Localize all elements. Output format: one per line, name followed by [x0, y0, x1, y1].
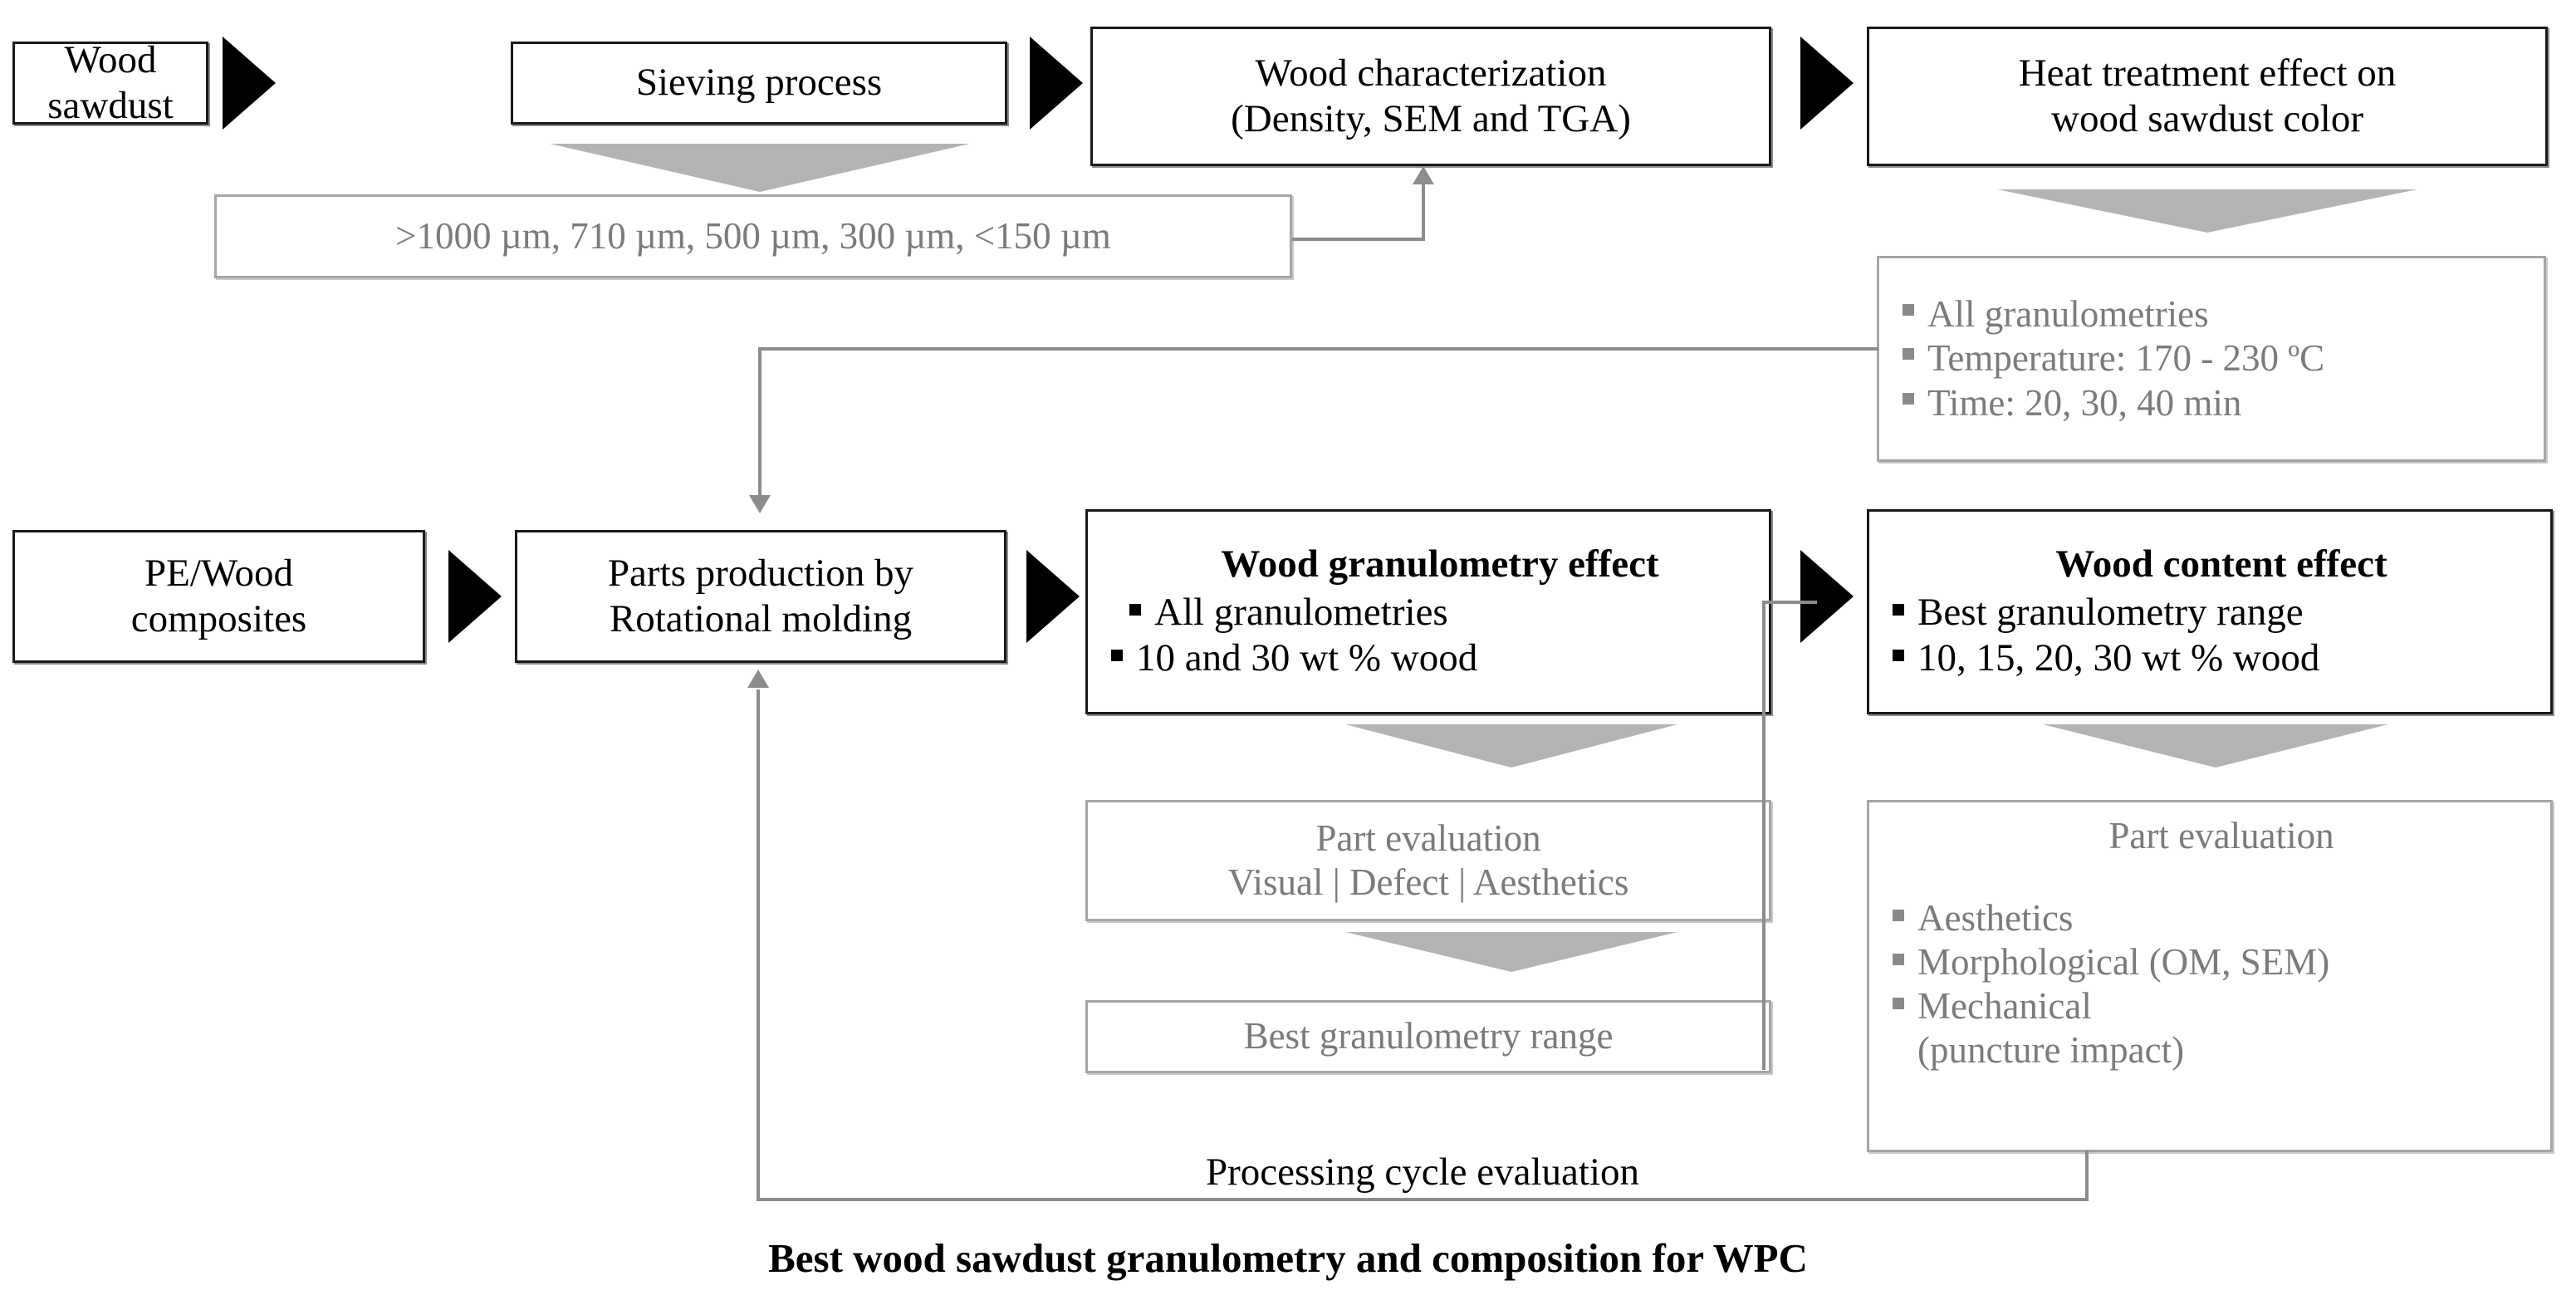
- connector-granulometries-arrowhead-icon: [1413, 166, 1434, 184]
- content-effect-label: Best granulometry range: [1917, 590, 2304, 634]
- part-evaluation-right-item: (puncture impact): [1893, 1028, 2550, 1072]
- bullet-square-icon: [1129, 603, 1141, 616]
- content-effect-item: 10, 15, 20, 30 wt % wood: [1893, 635, 2550, 681]
- arrow-granulometry-to-content-effect-icon: [1800, 550, 1854, 643]
- granulometry-effect-label: 10 and 30 wt % wood: [1136, 636, 1478, 680]
- content-effect-label: 10, 15, 20, 30 wt % wood: [1917, 636, 2320, 680]
- parts-production-line-2: Rotational molding: [609, 597, 913, 640]
- part-evaluation-right-label: Aesthetics: [1917, 897, 2074, 940]
- content-effect-title: Wood content effect: [2055, 542, 2387, 586]
- bullet-square-icon: [1903, 304, 1914, 316]
- pe-wood-line-2: composites: [130, 597, 307, 640]
- connector-granulometries-vertical: [1422, 184, 1425, 241]
- parts-production-line-1: Parts production by: [607, 551, 914, 595]
- heat-treatment-line-1: Heat treatment effect on: [2018, 51, 2397, 95]
- part-evaluation-right-label: Mechanical: [1917, 985, 2092, 1028]
- arrow-sawdust-to-sieving-icon: [223, 37, 276, 130]
- box-granulometries[interactable]: >1000 µm, 710 µm, 500 µm, 300 µm, <150 µ…: [214, 194, 1292, 278]
- heat-parameter-label: All granulometries: [1927, 293, 2209, 336]
- heat-parameter-label: Temperature: 170 - 230 ºC: [1927, 337, 2325, 380]
- arrow-characterization-to-heat-icon: [1800, 37, 1854, 130]
- part-evaluation-left-line-1: Part evaluation: [1315, 817, 1541, 859]
- grey-arrow-sieving-down-icon: [550, 144, 970, 192]
- content-effect-item: Best granulometry range: [1893, 590, 2550, 635]
- box-wood-content-effect[interactable]: Wood content effect Best granulometry ra…: [1867, 509, 2553, 714]
- box-pe-wood-composites[interactable]: PE/Wood composites: [12, 530, 425, 663]
- box-parts-production[interactable]: Parts production by Rotational molding: [515, 530, 1006, 663]
- bullet-square-icon: [1903, 392, 1914, 405]
- bullet-square-icon: [1893, 603, 1904, 616]
- granulometry-effect-title: Wood granulometry effect: [1221, 542, 1659, 586]
- granulometry-effect-item: All granulometries: [1111, 590, 1787, 635]
- grey-arrow-parteval-down-icon: [1345, 932, 1677, 972]
- box-part-evaluation-right[interactable]: Part evaluation Aesthetics Morphological…: [1867, 800, 2553, 1152]
- bullet-square-icon: [1893, 910, 1904, 922]
- connector-processing-cycle-vertical-right: [2085, 1150, 2089, 1200]
- grey-arrow-granulometry-down-icon: [1345, 724, 1677, 768]
- heat-parameter-label: Time: 20, 30, 40 min: [1927, 381, 2242, 424]
- connector-processing-cycle-horizontal: [757, 1198, 2089, 1201]
- part-evaluation-left-line-2: Visual | Defect | Aesthetics: [1227, 861, 1629, 903]
- bullet-square-icon: [1893, 954, 1904, 966]
- best-granulometry-range-label: Best granulometry range: [1243, 1015, 1614, 1057]
- connector-bestrange-vertical: [1762, 601, 1765, 1070]
- bullet-square-icon: [1893, 998, 1904, 1010]
- granulometries-label: >1000 µm, 710 µm, 500 µm, 300 µm, <150 µ…: [395, 214, 1111, 257]
- part-evaluation-right-item: Morphological (OM, SEM): [1893, 940, 2550, 984]
- part-evaluation-right-item: Mechanical: [1893, 984, 2550, 1028]
- granulometry-effect-item: 10 and 30 wt % wood: [1111, 635, 1769, 681]
- connector-heatparams-horizontal: [758, 347, 1878, 351]
- connector-bestrange-horizontal-top: [1762, 601, 1817, 604]
- heat-parameter-item: Temperature: 170 - 230 ºC: [1903, 336, 2544, 380]
- grey-arrow-heat-down-icon: [1997, 189, 2417, 233]
- bullet-square-icon: [1111, 650, 1123, 662]
- wood-characterization-line-2: (Density, SEM and TGA): [1231, 97, 1631, 140]
- part-evaluation-right-title: Part evaluation: [2108, 815, 2334, 856]
- box-heat-treatment[interactable]: Heat treatment effect on wood sawdust co…: [1867, 27, 2548, 166]
- bullet-square-icon: [1893, 1042, 1904, 1053]
- connector-granulometries-horizontal: [1292, 238, 1425, 241]
- pe-wood-line-1: PE/Wood: [144, 551, 293, 595]
- connector-heatparams-vertical: [758, 347, 762, 497]
- grey-arrow-content-down-icon: [2043, 724, 2388, 768]
- box-wood-characterization[interactable]: Wood characterization (Density, SEM and …: [1090, 27, 1771, 166]
- box-best-granulometry-range[interactable]: Best granulometry range: [1085, 1000, 1771, 1073]
- processing-cycle-evaluation-label: Processing cycle evaluation: [1205, 1150, 1640, 1194]
- connector-heatparams-arrowhead-icon: [749, 495, 771, 513]
- connector-processing-cycle-arrowhead-icon: [747, 670, 769, 688]
- arrow-pewood-to-parts-icon: [448, 550, 502, 643]
- box-wood-sawdust-label: Wood sawdust: [47, 37, 174, 127]
- granulometry-effect-label: All granulometries: [1154, 590, 1448, 634]
- part-evaluation-right-label: Morphological (OM, SEM): [1917, 941, 2330, 984]
- arrow-parts-to-granulometry-effect-icon: [1026, 550, 1080, 643]
- heat-treatment-line-2: wood sawdust color: [2051, 97, 2363, 140]
- bullet-square-icon: [1893, 650, 1904, 662]
- heat-parameter-item: All granulometries: [1903, 292, 2544, 336]
- box-part-evaluation-left[interactable]: Part evaluation Visual | Defect | Aesthe…: [1085, 800, 1771, 921]
- wood-characterization-line-1: Wood characterization: [1255, 51, 1607, 95]
- box-wood-sawdust[interactable]: Wood sawdust: [12, 38, 208, 127]
- arrow-sieving-to-characterization-icon: [1030, 37, 1083, 130]
- part-evaluation-right-label: (puncture impact): [1917, 1029, 2185, 1072]
- connector-processing-cycle-vertical-left: [757, 689, 760, 1200]
- box-heat-parameters[interactable]: All granulometries Temperature: 170 - 23…: [1877, 256, 2546, 462]
- box-sieving-process[interactable]: Sieving process: [511, 42, 1007, 125]
- heat-parameter-item: Time: 20, 30, 40 min: [1903, 381, 2544, 425]
- page-title: Best wood sawdust granulometry and compo…: [768, 1235, 1808, 1281]
- part-evaluation-right-item: Aesthetics: [1893, 896, 2550, 940]
- bullet-square-icon: [1903, 348, 1914, 361]
- box-wood-granulometry-effect[interactable]: Wood granulometry effect All granulometr…: [1085, 509, 1771, 714]
- box-sieving-process-label: Sieving process: [635, 61, 883, 105]
